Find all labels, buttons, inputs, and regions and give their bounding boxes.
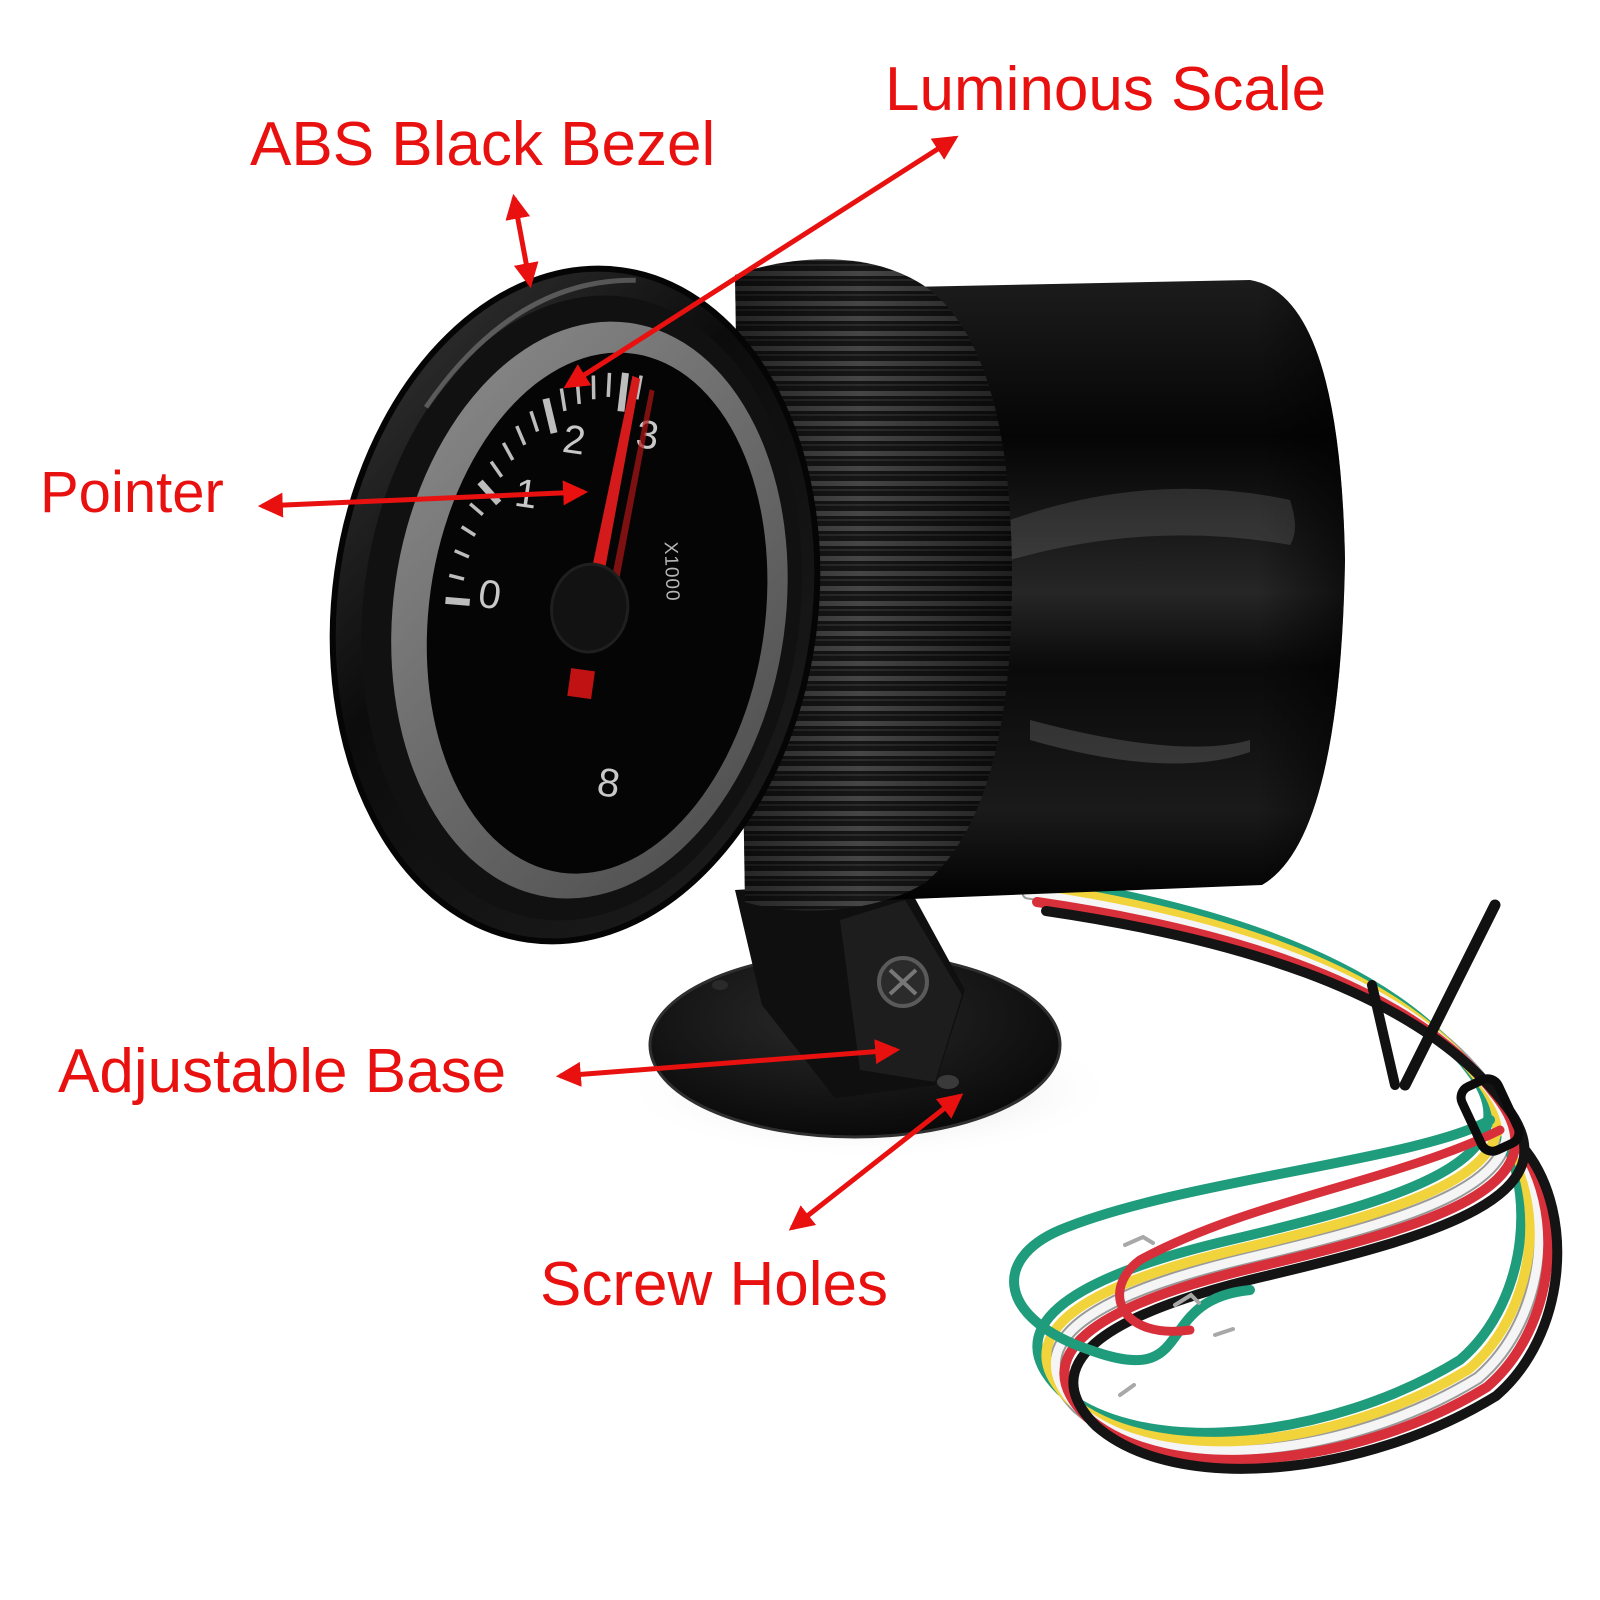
- luminous-scale-label: Luminous Scale: [885, 55, 1326, 124]
- abs-black-bezel-arrow: [505, 193, 539, 289]
- dial-tick: [448, 573, 465, 581]
- dial-tick: [489, 460, 504, 478]
- luminous-scale-arrow: [563, 135, 959, 389]
- dial-tick: [529, 410, 540, 433]
- knurled-ring: [735, 259, 1012, 911]
- wire-red-loop: [1115, 1125, 1505, 1336]
- callout-arrows: [257, 135, 964, 1231]
- wire-black-stub: [1367, 980, 1400, 1090]
- pointer-counterweight: [567, 668, 595, 700]
- adjustable-base-arrow: [555, 1039, 901, 1087]
- screw-hole: [712, 980, 728, 990]
- wire-green-loop: [1009, 1115, 1495, 1366]
- dial-tick: [542, 397, 558, 434]
- dial-tick: [460, 525, 477, 537]
- pointer-label: Pointer: [40, 460, 224, 525]
- dial-tick: [501, 442, 515, 461]
- pointer-hub: [550, 562, 630, 654]
- screw-holes-label: Screw Holes: [540, 1250, 888, 1319]
- pointer-needle: [583, 375, 641, 610]
- pointer-reflection: [606, 389, 655, 606]
- stripped-wire-ends: [1118, 1234, 1235, 1397]
- mount-screw-slot: [888, 968, 918, 996]
- dial-multiplier: X1000: [660, 541, 683, 602]
- dial-tick: [445, 596, 471, 606]
- wire-tie: [1456, 1074, 1524, 1156]
- housing-highlight: [1010, 488, 1295, 560]
- knurled-ring-shade: [735, 259, 1012, 911]
- wire-black-stub: [1399, 899, 1501, 1091]
- dial-tick: [559, 388, 567, 412]
- housing-highlight: [1030, 720, 1250, 764]
- abs-black-bezel-label: ABS Black Bezel: [250, 110, 715, 179]
- adjustable-base-label: Adjustable Base: [58, 1037, 506, 1106]
- screw-hole: [937, 1075, 959, 1089]
- screw-holes-arrow: [788, 1093, 964, 1231]
- wire-bundle: [1005, 870, 1563, 1474]
- callout-labels: Luminous Scale ABS Black Bezel Pointer A…: [40, 55, 1326, 1319]
- dial-tick: [453, 549, 470, 559]
- pointer-arrow: [257, 480, 589, 518]
- dial-tick: [515, 425, 527, 446]
